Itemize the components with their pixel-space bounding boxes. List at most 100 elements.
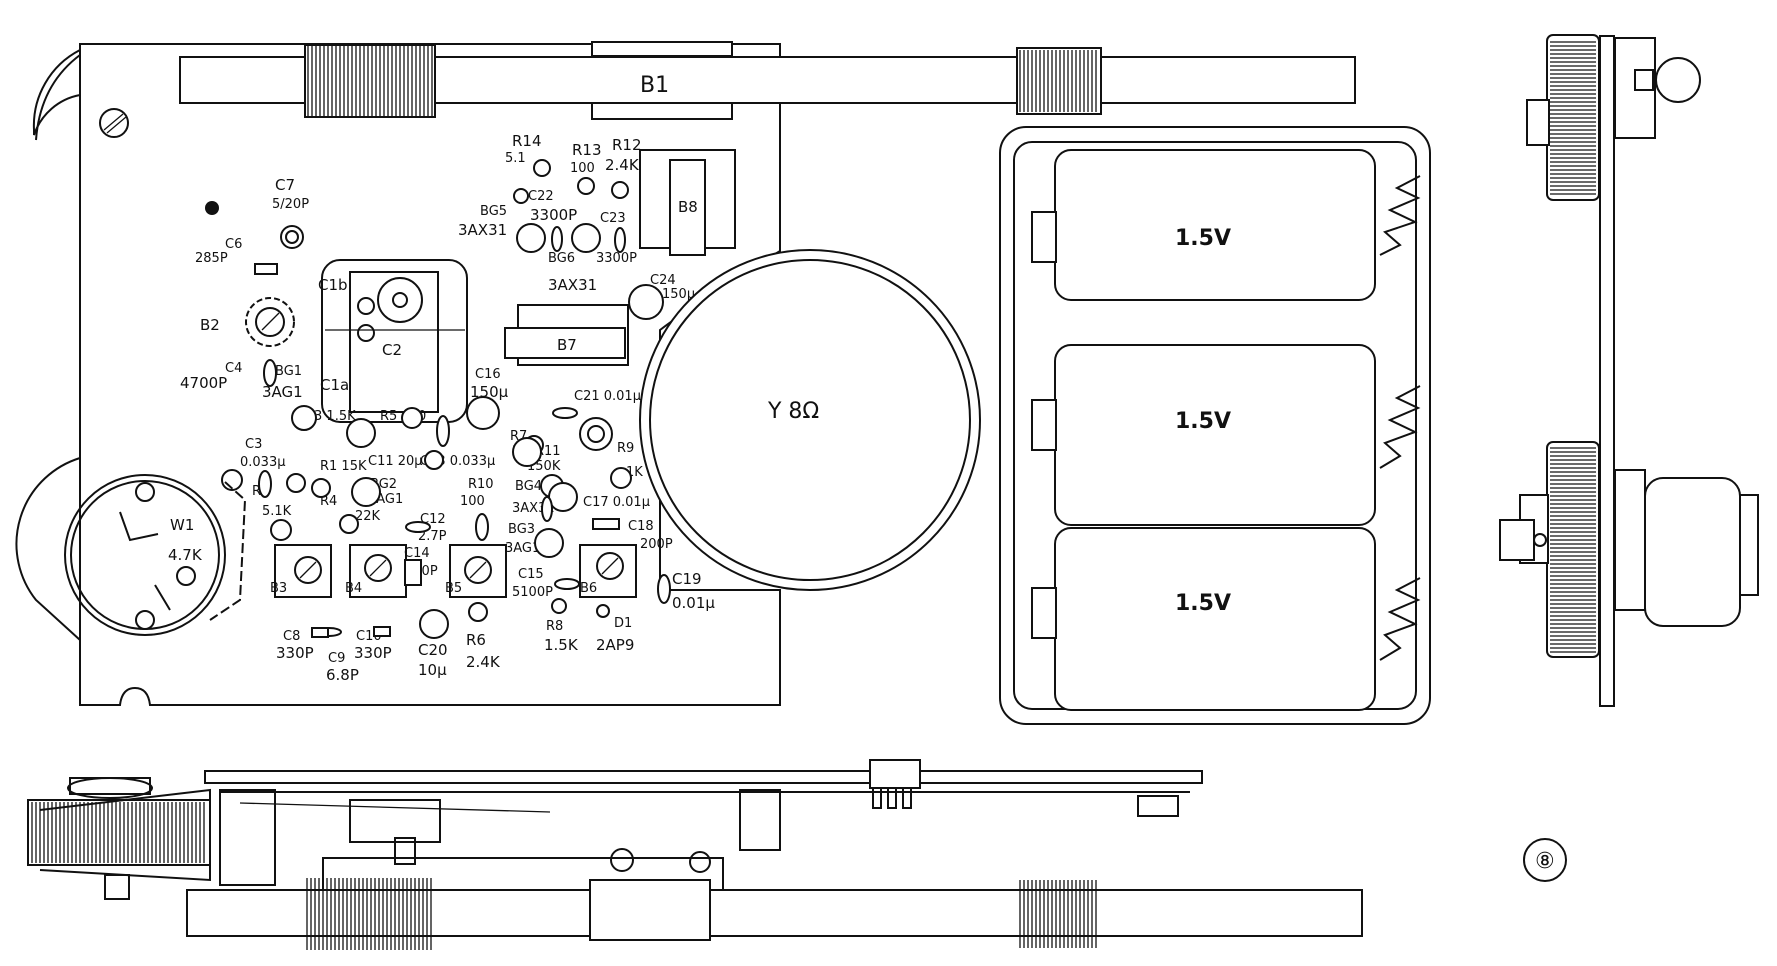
label-r2v: 5.1K (262, 504, 292, 519)
label-c2: C2 (382, 341, 402, 359)
ceramic-capacitor (554, 578, 580, 590)
component-pad (401, 407, 423, 429)
component-pad (285, 230, 299, 244)
label-c11: C11 20µ (368, 454, 423, 469)
ceramic-capacitor (614, 227, 626, 253)
label-c12v: 2.7P (418, 529, 447, 544)
antenna-coil (306, 878, 432, 950)
resistor (404, 559, 422, 586)
battery-label: 1.5V (1175, 591, 1231, 616)
component-pad (351, 477, 381, 507)
side-view (1499, 34, 1759, 707)
edge-knob-gear (27, 799, 211, 866)
ceramic-capacitor (541, 496, 553, 522)
label-b4: B4 (345, 581, 362, 596)
component-pad (291, 405, 317, 431)
label-bg1v: 3AG1 (262, 383, 303, 401)
battery-spring (1379, 577, 1421, 661)
speaker-label: Y 8Ω (767, 399, 819, 424)
resistor (254, 263, 278, 275)
label-c6: C6 (225, 237, 242, 252)
label-bg5: BG5 (480, 204, 507, 219)
label-c22v: 3300P (530, 206, 577, 224)
resistor (311, 627, 329, 638)
antenna-coil (1019, 50, 1097, 112)
component-pad (468, 602, 488, 622)
component-pad (419, 609, 449, 639)
label-c18v: 200P (640, 537, 673, 552)
ceramic-capacitor (657, 574, 671, 604)
component-pad (339, 514, 359, 534)
label-c15v: 5100P (512, 585, 553, 600)
battery-spring (1379, 385, 1421, 469)
label-bg3v: 3AG1 (505, 541, 540, 556)
label-c15: C15 (518, 567, 544, 582)
label-r14: R14 (512, 132, 542, 150)
component-pad (533, 159, 551, 177)
component-pad (587, 425, 605, 443)
label-r8v: 1.5K (544, 636, 579, 654)
component-pad (512, 437, 542, 467)
label-bg3: BG3 (508, 522, 535, 537)
label-c16: C16 (475, 367, 501, 382)
label-c3: C3 (245, 437, 262, 452)
ceramic-capacitor (405, 521, 431, 533)
label-bg6v: 3AX31 (548, 276, 597, 294)
label-c19: C19 (672, 570, 702, 588)
label-b1: B1 (640, 73, 669, 98)
tuning-knob-gear (1550, 41, 1596, 195)
label-r13v: 100 (570, 161, 595, 176)
component-pad (424, 450, 444, 470)
battery-cell: 1.5V (1031, 344, 1376, 526)
label-w1v: 4.7K (168, 546, 203, 564)
label-c17: C17 0.01µ (583, 495, 650, 510)
label-c7: C7 (275, 176, 295, 194)
label-r12: R12 (612, 136, 642, 154)
label-c8v: 330P (276, 644, 314, 662)
oscillator-coil (245, 297, 295, 347)
component-pad (596, 604, 610, 618)
label-c9v: 6.8P (326, 666, 359, 684)
component-pad (534, 528, 564, 558)
component-pad (577, 177, 595, 195)
component-pad (513, 188, 529, 204)
label-c3v: 0.033µ (240, 455, 286, 470)
antenna-coil (307, 46, 433, 116)
battery-holder: 1.5V 1.5V 1.5V (999, 126, 1431, 725)
label-c9: C9 (328, 651, 345, 666)
label-c7v: 5/20P (272, 197, 309, 212)
component-pad (611, 181, 629, 199)
component-pad (311, 478, 331, 498)
label-c4v: 4700P (180, 374, 227, 392)
battery-label: 1.5V (1175, 409, 1231, 434)
ceramic-capacitor (475, 513, 489, 541)
label-c23v: 3300P (596, 251, 637, 266)
label-bg4: BG4 (515, 479, 542, 494)
antenna-coil (1019, 880, 1097, 948)
label-c18: C18 (628, 519, 654, 534)
ceramic-capacitor (263, 359, 277, 387)
label-b7: B7 (557, 336, 577, 354)
label-r4v: 22K (355, 509, 381, 524)
label-r8: R8 (546, 619, 563, 634)
component-pad (286, 473, 306, 493)
resistor (373, 626, 391, 637)
label-r10: R10 (468, 477, 494, 492)
label-r1: R1 15K (320, 459, 367, 474)
label-r14v: 5.1 (505, 151, 526, 166)
component-pad (270, 519, 292, 541)
label-r13: R13 (572, 141, 602, 159)
label-c20: C20 (418, 641, 448, 659)
volume-potentiometer (64, 469, 247, 636)
component-pad (516, 223, 546, 253)
label-c21: C21 0.01µ (574, 389, 641, 404)
ceramic-capacitor (436, 415, 450, 447)
battery-cell: 1.5V (1031, 149, 1376, 301)
audio-transformers (504, 149, 736, 366)
label-d1: D1 (614, 616, 632, 631)
label-c1a: C1a (320, 376, 349, 394)
label-c23: C23 (600, 211, 626, 226)
label-c24: C24 (650, 273, 676, 288)
label-c14: C14 (404, 546, 430, 561)
